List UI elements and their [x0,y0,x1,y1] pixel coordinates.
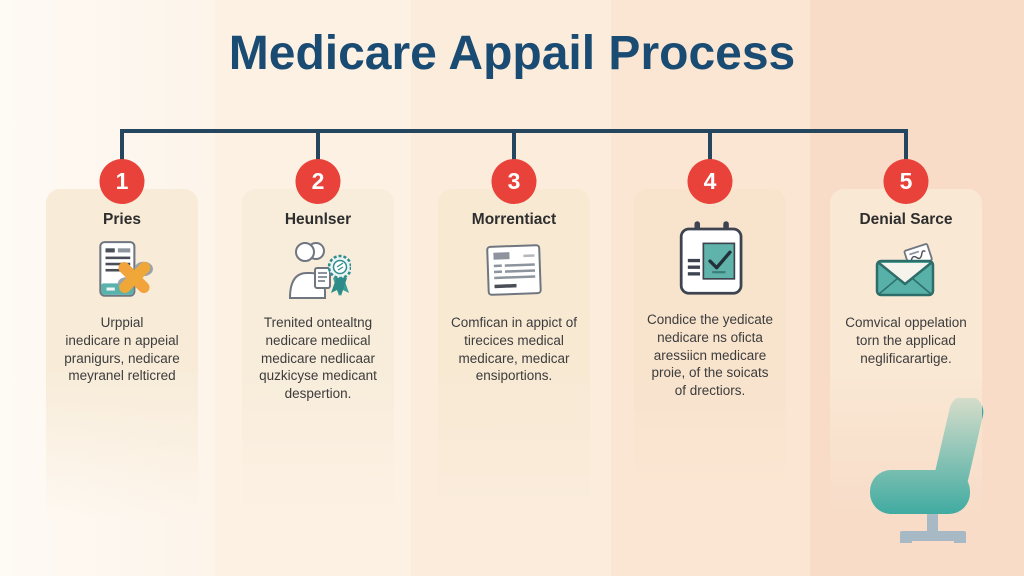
step-4-card: Condice the yedicate nedicare ns oficta … [634,189,786,519]
step-1-number-badge: 1 [99,159,145,204]
step-4-description: Condice the yedicate nedicare ns oficta … [646,312,774,399]
calendar-check-icon [672,217,748,303]
step-2-card: Heunlser Trenited ontealtng ne [242,189,394,519]
step-2-number-badge: 2 [295,159,341,204]
step-1-card: Pries [46,189,198,519]
person-award-icon [285,236,351,306]
step-1-title: Pries [103,211,141,228]
document-bandage-icon [89,236,155,306]
step-2-title: Heunlser [284,211,352,228]
envelope-letter-icon [872,236,940,306]
step-1-description: Urppial inedicare n appeial pranigurs, n… [64,315,180,384]
connector-tick-4 [708,129,712,163]
step-2-description: Trenited ontealtng nedicare mediical med… [259,315,377,402]
step-3-number-badge: 3 [491,159,537,204]
connector-tick-2 [316,129,320,163]
step-5-number-badge: 5 [883,159,929,204]
connector-tick-1 [120,129,124,163]
step-5-description: Comvical oppelation torn the applicad ne… [845,315,967,366]
step-3-description: Comfican in appict of tirecices medical … [450,315,578,384]
connector-tick-3 [512,129,516,163]
document-lines-icon [482,236,546,306]
connector-tick-5 [904,129,908,163]
step-5-title: Denial Sarce [859,211,953,228]
step-3-title: Morrentiact [471,211,557,228]
step-4-number-badge: 4 [687,159,733,204]
step-5-card: Denial Sarce Comvical oppelation torn th… [830,189,982,519]
step-3-card: Morrentiact Comfican in [438,189,590,519]
page-title: Medicare Appail Process [228,27,796,80]
